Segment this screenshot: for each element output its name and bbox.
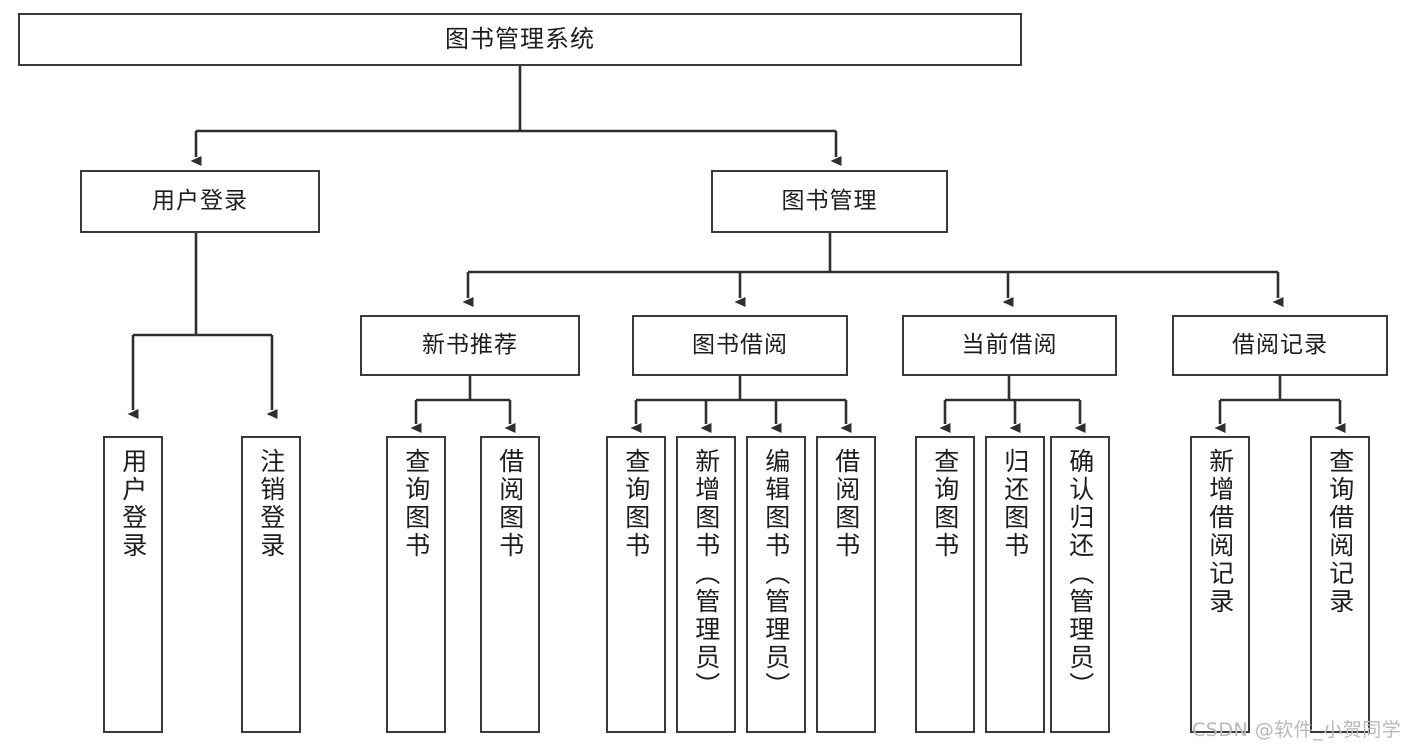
csdn-watermark: CSDN @软件_小贺同学 [1192, 719, 1402, 741]
leaf-borrow-record-query-record[interactable]: 查询借阅记录 [1310, 436, 1370, 733]
node-root-book-management-system[interactable]: 图书管理系统 [18, 13, 1022, 66]
node-label: 确认归还（管理员） [1065, 448, 1095, 700]
node-book-borrow[interactable]: 图书借阅 [632, 315, 848, 376]
node-label: 用户登录 [152, 188, 248, 215]
node-user-login[interactable]: 用户登录 [80, 170, 320, 233]
node-label: 新增图书（管理员） [691, 448, 721, 700]
node-label: 查询借阅记录 [1325, 448, 1355, 616]
leaf-current-borrow-confirm-return-admin[interactable]: 确认归还（管理员） [1050, 436, 1110, 733]
node-label: 查询图书 [930, 448, 960, 560]
leaf-book-borrow-add-book-admin[interactable]: 新增图书（管理员） [676, 436, 736, 733]
node-label: 借阅图书 [495, 448, 525, 560]
leaf-current-borrow-query-book[interactable]: 查询图书 [915, 436, 975, 733]
node-book-management[interactable]: 图书管理 [711, 170, 948, 233]
node-new-book-recommend[interactable]: 新书推荐 [360, 315, 580, 376]
node-borrow-record[interactable]: 借阅记录 [1172, 315, 1388, 376]
leaf-book-borrow-borrow-book[interactable]: 借阅图书 [816, 436, 876, 733]
node-label: 当前借阅 [961, 332, 1058, 359]
node-label: 注销登录 [256, 448, 286, 560]
node-label: 图书管理系统 [445, 24, 595, 53]
node-label: 编辑图书（管理员） [761, 448, 791, 700]
leaf-new-book-borrow-book[interactable]: 借阅图书 [480, 436, 540, 733]
node-label: 图书管理 [781, 188, 878, 215]
leaf-user-login-login[interactable]: 用户登录 [103, 436, 163, 733]
node-label: 图书借阅 [692, 332, 788, 359]
node-label: 归还图书 [1000, 448, 1030, 560]
node-label: 查询图书 [621, 448, 651, 560]
node-label: 新增借阅记录 [1205, 448, 1235, 616]
node-label: 新书推荐 [422, 332, 518, 359]
leaf-book-borrow-query-book[interactable]: 查询图书 [606, 436, 666, 733]
leaf-current-borrow-return-book[interactable]: 归还图书 [985, 436, 1045, 733]
node-label: 借阅图书 [831, 448, 861, 560]
leaf-borrow-record-add-record[interactable]: 新增借阅记录 [1190, 436, 1250, 733]
node-label: 借阅记录 [1232, 332, 1328, 359]
node-label: 用户登录 [118, 448, 148, 560]
leaf-new-book-query-book[interactable]: 查询图书 [386, 436, 446, 733]
leaf-book-borrow-edit-book-admin[interactable]: 编辑图书（管理员） [746, 436, 806, 733]
node-current-borrow[interactable]: 当前借阅 [902, 315, 1117, 376]
leaf-user-login-logout[interactable]: 注销登录 [241, 436, 301, 733]
node-label: 查询图书 [401, 448, 431, 560]
